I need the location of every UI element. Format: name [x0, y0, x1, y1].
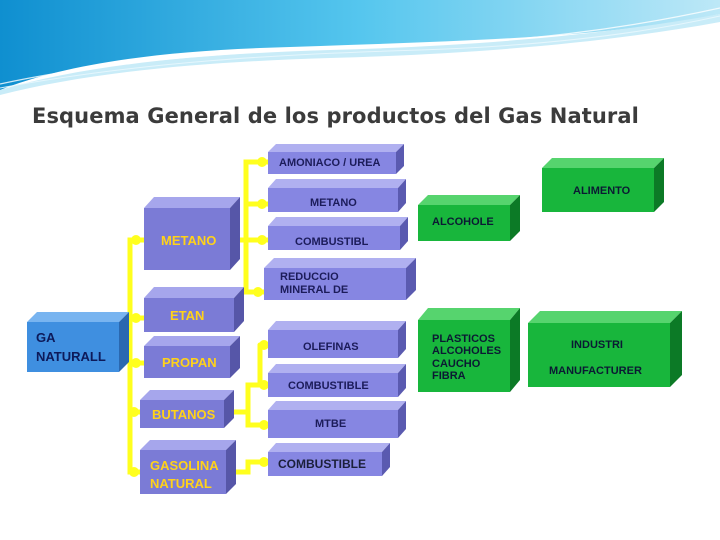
label-combustible-2: COMBUSTIBLE: [278, 458, 366, 472]
label-combustible-1: COMBUSTIBLE: [288, 380, 369, 393]
label-combustibl: COMBUSTIBL: [295, 236, 368, 249]
label-metano: METANO: [161, 234, 216, 249]
label-plasticos: PLASTICOS ALCOHOLES CAUCHO FIBRA: [432, 333, 501, 382]
label-alimento: ALIMENTO: [573, 185, 630, 198]
label-reduccio-mineral: REDUCCIO MINERAL DE: [280, 271, 348, 296]
label-metano-product: METANO: [310, 197, 357, 210]
connector-trunk: [130, 240, 140, 472]
label-alcohole: ALCOHOLE: [432, 216, 494, 229]
label-butanos: BUTANOS: [152, 408, 215, 423]
label-manufacturer: MANUFACTURER: [549, 365, 642, 378]
label-mtbe: MTBE: [315, 418, 346, 431]
label-olefinas: OLEFINAS: [303, 341, 359, 354]
label-etan: ETAN: [170, 309, 204, 324]
label-amoniaco-urea: AMONIACO / UREA: [279, 157, 380, 170]
label-gas-natural: GA NATURALL: [36, 329, 106, 367]
label-propan: PROPAN: [162, 356, 217, 371]
connector-metano-trunk: [246, 162, 264, 292]
label-gasolina-natural: GASOLINA NATURAL: [150, 457, 219, 492]
label-industri: INDUSTRI: [571, 339, 623, 352]
